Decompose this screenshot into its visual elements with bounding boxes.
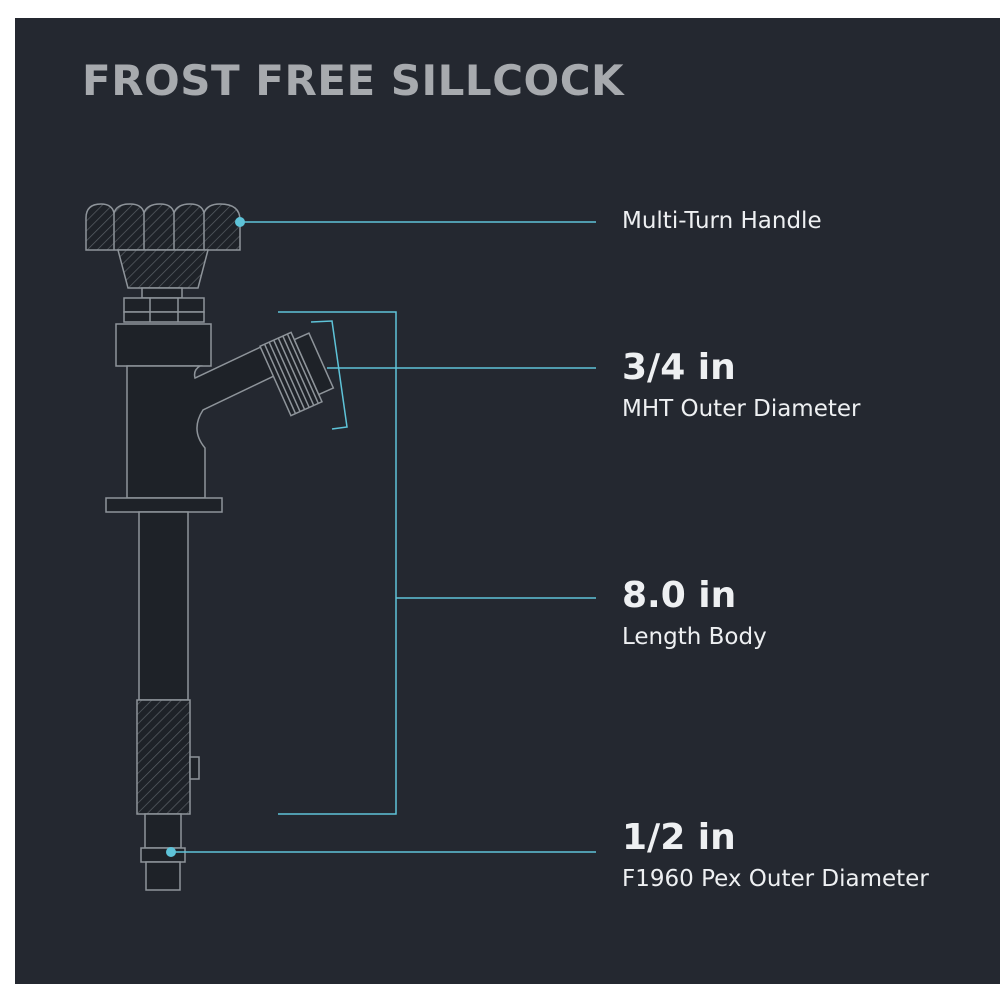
callout-lines <box>172 221 596 853</box>
pex-value: 1/2 in <box>622 817 736 858</box>
body-tube <box>105 497 223 891</box>
handle-label: Multi-Turn Handle <box>622 208 822 234</box>
pex-label: F1960 Pex Outer Diameter <box>622 866 929 892</box>
multi-turn-handle <box>85 203 241 299</box>
callout-dots <box>166 217 245 857</box>
mht-value: 3/4 in <box>622 347 736 388</box>
mht-label: MHT Outer Diameter <box>622 396 861 422</box>
page-title: FROST FREE SILLCOCK <box>82 56 625 105</box>
length-value: 8.0 in <box>622 575 737 616</box>
bonnet-nut <box>115 297 212 367</box>
valve-body <box>126 331 335 499</box>
length-label: Length Body <box>622 624 767 650</box>
